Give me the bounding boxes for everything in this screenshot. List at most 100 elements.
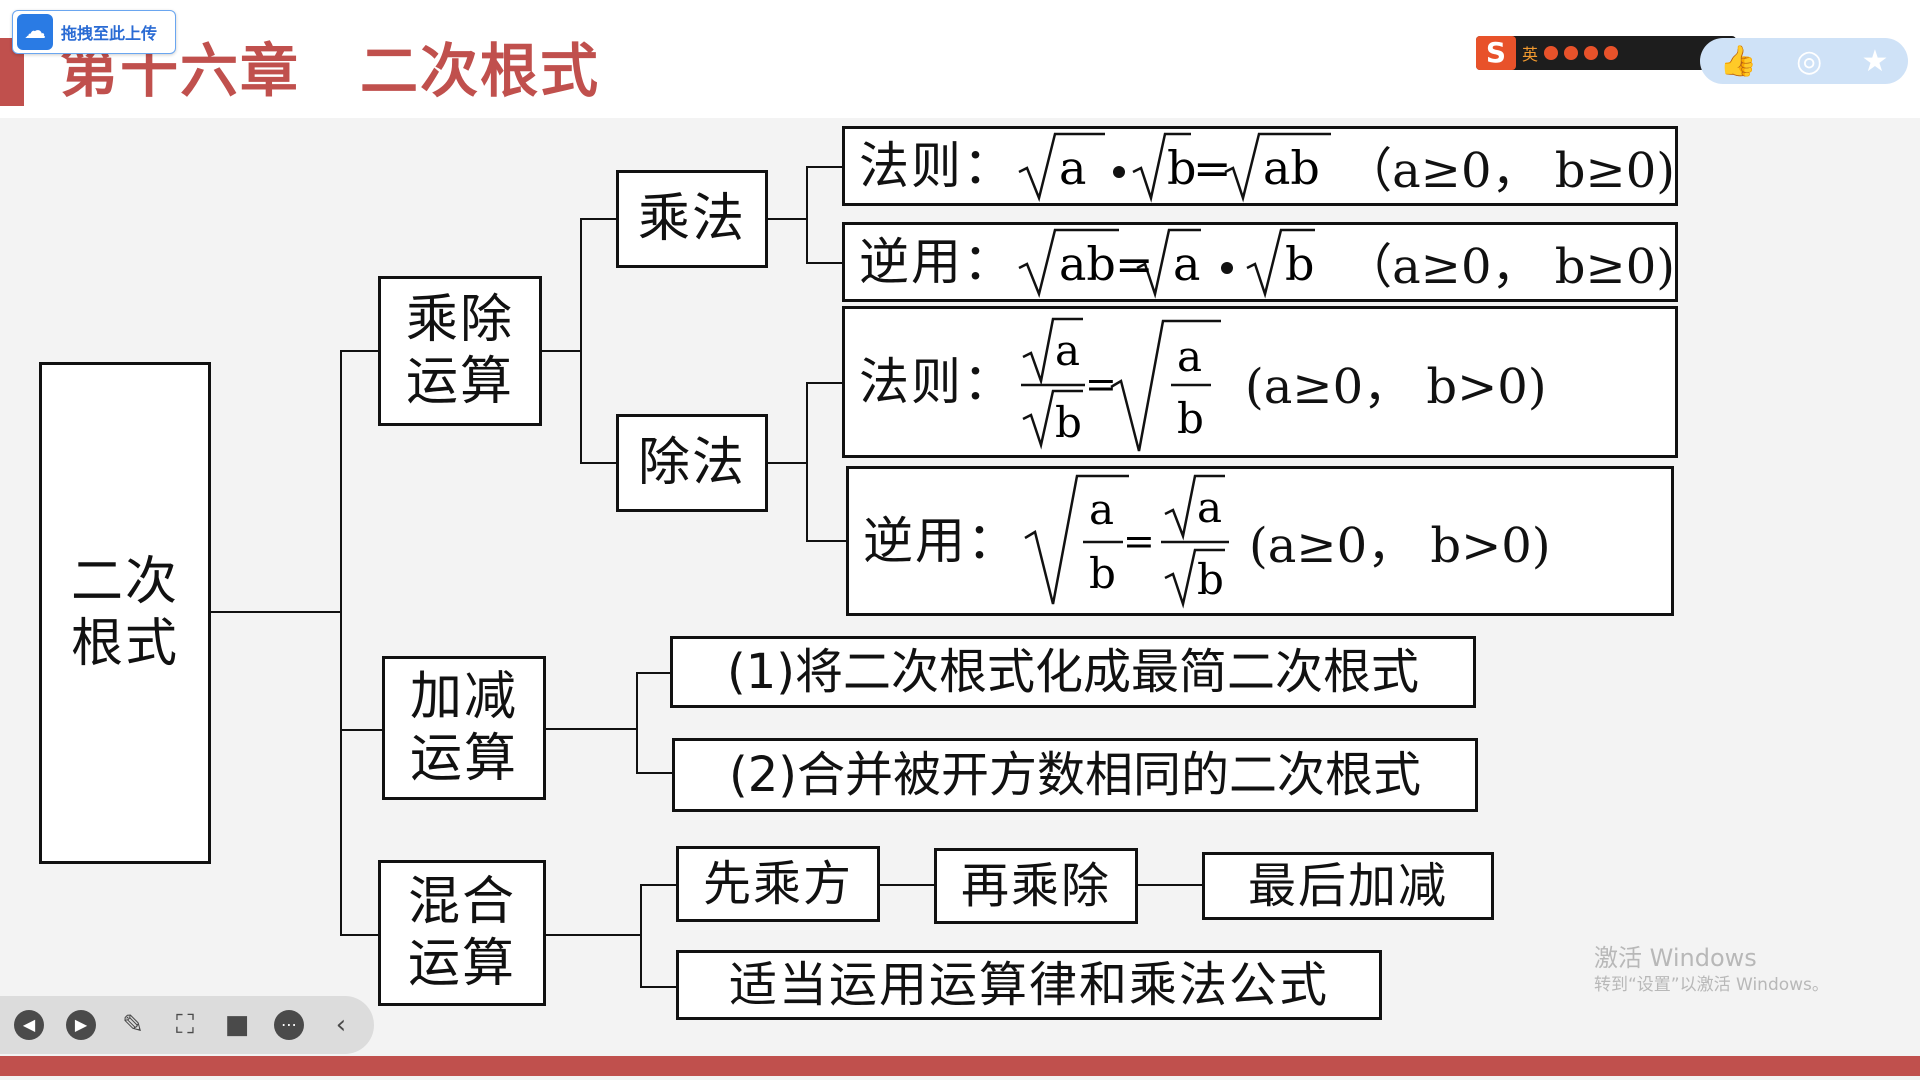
svg-text:b: b [1089,549,1116,598]
activation-watermark-hint: 转到“设置”以激活 Windows。 [1594,975,1829,995]
svg-text:ab: ab [1263,141,1320,195]
connector [210,611,340,613]
connector [580,462,618,464]
svg-text:b: b [1177,394,1204,443]
mixed-note: 适当运用运算律和乘法公式 [728,957,1329,1013]
star-icon[interactable]: ★ [1861,43,1889,79]
svg-text:b: b [1167,141,1196,195]
add-sub-node: 加减运算 [382,656,546,800]
add-step1-box: (1)将二次根式化成最简二次根式 [670,636,1476,708]
cloud-icon: ☁ [17,14,53,50]
connector [580,218,618,220]
cond-div-inverse: (a≥0， b>0) [1249,518,1551,574]
svg-text:=: = [1085,362,1117,406]
svg-text:=: = [1115,237,1154,291]
div-label: 除法 [637,433,746,493]
thumbs-up-icon[interactable]: 👍 [1719,43,1757,79]
root-line1: 二次 [70,552,179,612]
connector [806,540,846,542]
bottom-accent-bar [0,1056,1920,1076]
mixed-step2-box: 再乘除 [934,848,1138,924]
inverse-label: 逆用： [859,233,1015,291]
connector [806,382,844,384]
rating-bar: 👍 ◎ ★ [1700,38,1908,84]
connector [340,350,378,352]
connector [640,884,642,988]
connector [806,166,844,168]
camera-icon[interactable]: ■ [224,1010,250,1040]
mul-inverse-box: 逆用： ab = a b （a≥0， b≥0) [842,222,1678,302]
keyboard-icon[interactable] [1564,46,1579,60]
mixed-step2: 再乘除 [960,858,1111,914]
rule-label: 法则： [859,137,1015,195]
add-sub-line1: 加减 [409,667,518,727]
add-step1: (1)将二次根式化成最简二次根式 [727,644,1419,700]
add-sub-line2: 运算 [409,729,518,789]
pen-icon[interactable]: ✎ [122,1010,144,1040]
connector [542,350,582,352]
connector [546,728,638,730]
coin-icon[interactable]: ◎ [1796,43,1823,79]
svg-text:=: = [1123,519,1155,563]
mixed-step1: 先乘方 [702,856,853,912]
connector [806,166,808,264]
svg-text:ab: ab [1059,237,1116,291]
connector [580,218,582,464]
div-rule-box: 法则： a b = a b (a≥0， b>0) [842,306,1678,458]
connector [636,672,672,674]
rule-label: 法则： [859,353,1015,411]
upload-drop-button[interactable]: ☁ 拖拽至此上传 [12,10,176,54]
connector [636,672,638,774]
mul-div-line2: 运算 [405,352,514,412]
connector [636,772,672,774]
connector [768,218,808,220]
connector [806,262,844,264]
svg-text:a: a [1089,485,1114,534]
svg-text:b: b [1197,555,1224,604]
mic-icon[interactable] [1584,46,1599,60]
ime-toolbar[interactable]: S 英 [1476,36,1736,70]
play-icon[interactable]: ▶ [66,1010,96,1040]
formula-sqrt-quotient-inverse: a b = a b [1024,474,1229,609]
prev-icon[interactable]: ◀ [14,1010,44,1040]
add-step2-box: (2)合并被开方数相同的二次根式 [672,738,1478,812]
pen-icon[interactable] [1604,46,1619,60]
collapse-icon[interactable]: ‹ [335,1010,347,1040]
connector [1138,884,1204,886]
formula-sqrt-product-inverse: ab = a b [1018,228,1315,299]
mixed-step3-box: 最后加减 [1202,852,1494,920]
more-icon[interactable]: ⋯ [274,1010,304,1040]
ime-mode[interactable]: 英 [1522,45,1539,64]
sogou-logo-icon: S [1476,36,1516,70]
inverse-label: 逆用： [863,512,1019,570]
svg-text:=: = [1193,141,1232,195]
screenshot-icon[interactable]: ⛶ [175,1010,195,1040]
mul-div-line1: 乘除 [405,290,514,350]
formula-sqrt-quotient: a b = a b [1021,317,1221,452]
mul-div-node: 乘除运算 [378,276,542,426]
formula-sqrt-product: a b = ab [1018,132,1331,203]
connector [806,382,808,542]
connector [640,986,678,988]
mul-node: 乘法 [616,170,768,268]
player-controls: ◀ ▶ ✎ ⛶ ■ ⋯ ‹ [0,996,374,1054]
svg-text:a: a [1197,483,1222,532]
mul-label: 乘法 [637,189,746,249]
mixed-step3: 最后加减 [1247,858,1448,914]
svg-text:a: a [1059,141,1086,195]
svg-text:a: a [1177,332,1202,381]
mixed-note-box: 适当运用运算律和乘法公式 [676,950,1382,1020]
connector [768,462,808,464]
cond-mul-inverse: （a≥0， b≥0) [1344,239,1675,295]
mixed-line1: 混合 [407,872,516,932]
add-step2: (2)合并被开方数相同的二次根式 [729,747,1421,803]
mixed-node: 混合运算 [378,860,546,1006]
connector [546,934,642,936]
mixed-line2: 运算 [407,934,516,994]
svg-text:a: a [1173,237,1200,291]
svg-text:a: a [1055,326,1080,375]
cond-div-rule: (a≥0， b>0) [1245,359,1547,415]
svg-text:b: b [1055,398,1082,447]
div-node: 除法 [616,414,768,512]
emoji-icon[interactable] [1544,46,1559,60]
